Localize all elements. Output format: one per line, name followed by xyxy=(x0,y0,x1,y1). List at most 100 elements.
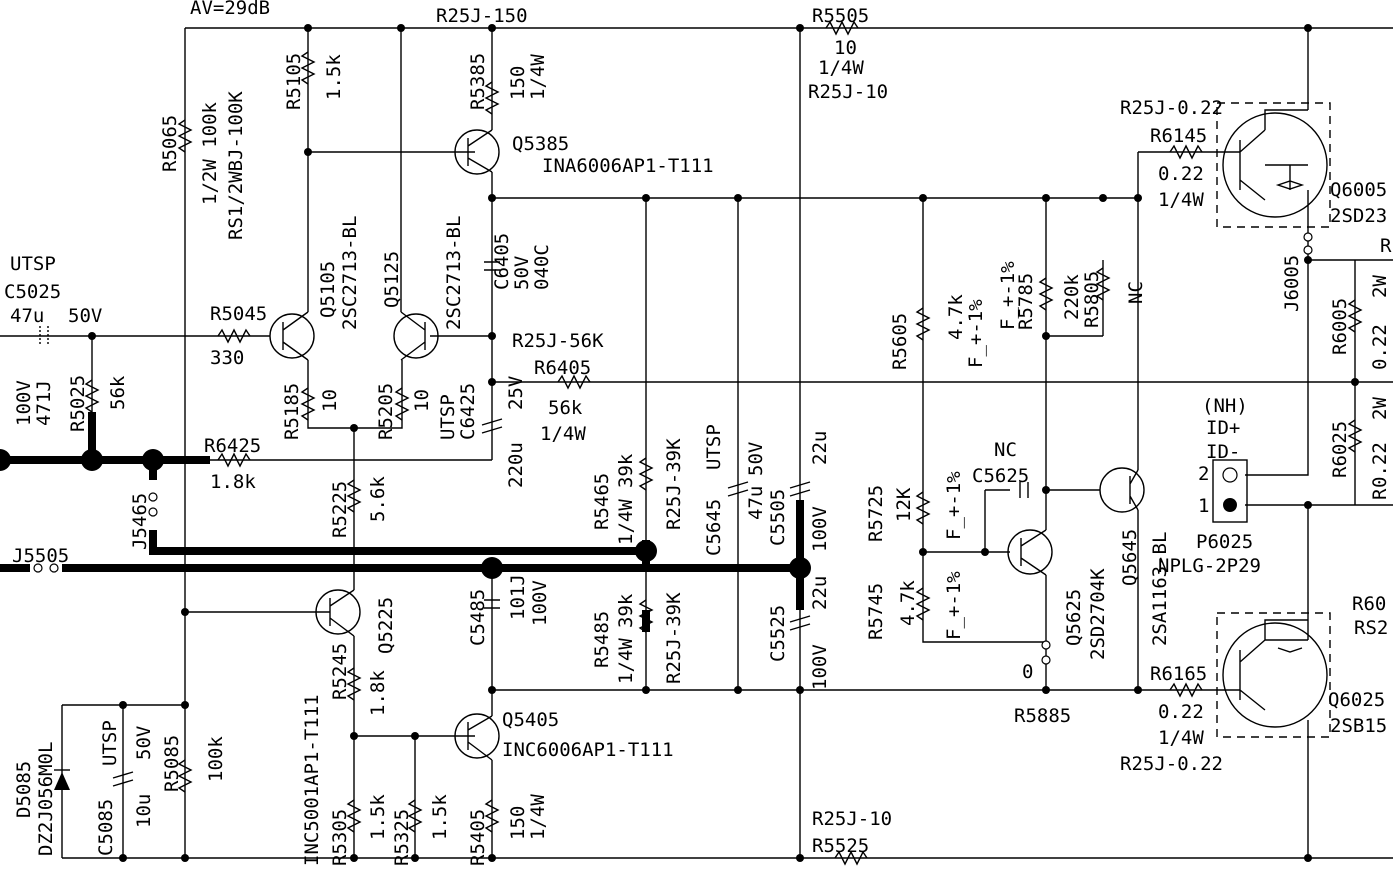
label: R5605 xyxy=(889,313,911,370)
transistors xyxy=(269,102,1331,761)
label: R25J-56K xyxy=(512,330,604,352)
label: 0 xyxy=(1022,661,1033,683)
label: 1 xyxy=(1198,495,1209,517)
label: R5805 xyxy=(1081,271,1103,328)
q5625-symbol xyxy=(1007,529,1053,576)
label: R5025 xyxy=(67,375,89,432)
label: 22u xyxy=(809,576,831,610)
q5125-symbol xyxy=(393,311,439,361)
r6145-symbol xyxy=(1169,144,1203,160)
label: 2SA1163-BL xyxy=(1149,532,1171,646)
r6165-symbol xyxy=(1169,682,1203,698)
r5505-symbol xyxy=(825,20,859,36)
label: ID+ xyxy=(1206,417,1240,439)
label: R6165 xyxy=(1150,663,1207,685)
label: 56k xyxy=(107,375,129,410)
r6425-symbol xyxy=(217,452,251,468)
label: R6005 xyxy=(1329,298,1351,355)
r6005-symbol xyxy=(1347,299,1363,333)
label: J6005 xyxy=(1281,255,1303,312)
label: 10u xyxy=(133,794,155,828)
label: 1.5k xyxy=(367,794,389,840)
label: 100V xyxy=(809,506,831,552)
label: R5325 xyxy=(391,809,413,866)
label: 4.7k xyxy=(945,294,967,340)
label: R5385 xyxy=(467,53,489,110)
label: R6025 xyxy=(1329,421,1351,478)
label: R25J-10 xyxy=(808,81,888,103)
label: C5485 xyxy=(467,589,489,646)
label: 50V xyxy=(68,305,102,327)
label: 47u xyxy=(10,305,44,327)
label: 10 xyxy=(834,37,857,59)
label: R25J-39K xyxy=(663,592,685,684)
label: 471J xyxy=(33,380,55,426)
label: R5225 xyxy=(329,481,351,538)
label: 10 xyxy=(319,389,341,412)
label: 100k xyxy=(205,736,227,782)
label: 22u xyxy=(809,431,831,465)
label: R5525 xyxy=(812,835,869,857)
label: R25J-0.22 xyxy=(1120,753,1223,775)
label: 150 xyxy=(507,66,529,100)
label: D5085 xyxy=(13,761,35,818)
label: P6025 xyxy=(1196,531,1253,553)
r6025-symbol xyxy=(1347,419,1363,453)
label: R60 xyxy=(1352,593,1386,615)
label: 1/4W xyxy=(615,499,637,545)
label: R5205 xyxy=(375,383,397,440)
label: 5.6k xyxy=(367,476,389,522)
label: 1/4W xyxy=(527,794,549,840)
label: 25V xyxy=(505,376,527,410)
r5485-symbol xyxy=(638,599,654,633)
label: R5505 xyxy=(812,5,869,27)
label: F_+-1% xyxy=(997,261,1019,330)
q5225-symbol xyxy=(315,589,361,637)
label: 1.5k xyxy=(323,54,345,100)
label: NC xyxy=(994,439,1017,461)
label: 100V xyxy=(529,580,551,626)
r5105-symbol xyxy=(300,51,316,85)
label: 1/4W xyxy=(527,54,549,100)
label: 100V xyxy=(13,380,35,426)
label: R5065 xyxy=(159,115,181,172)
label: 150 xyxy=(507,806,529,840)
label: R5725 xyxy=(865,485,887,542)
r5465-symbol xyxy=(638,457,654,491)
label: R5105 xyxy=(283,53,305,110)
label: 0.22 xyxy=(1158,163,1204,185)
label: 56k xyxy=(548,397,583,419)
r5745-symbol xyxy=(915,587,931,621)
label: 220u xyxy=(505,442,527,488)
label: R5305 xyxy=(329,809,351,866)
q6005-symbol xyxy=(1216,102,1331,228)
capacitors xyxy=(39,261,1029,787)
label: J5505 xyxy=(12,545,69,567)
label: J5465 xyxy=(129,493,151,550)
r5525-symbol xyxy=(834,850,868,866)
label: F_+-1% xyxy=(943,571,965,640)
label: Q6005 xyxy=(1330,179,1387,201)
p6025-connector xyxy=(1212,459,1248,523)
label: Q5225 xyxy=(375,597,397,654)
component-labels: AV=29dB R25J-150 R5505 10 1/4W R25J-10 R… xyxy=(4,0,1392,866)
label: R25J-150 xyxy=(436,5,528,27)
label: 1/4W xyxy=(540,423,586,445)
label: C6405 xyxy=(491,233,513,290)
label: R5465 xyxy=(591,473,613,530)
label: R5885 xyxy=(1014,705,1071,727)
label: INC5001AP1-T111 xyxy=(301,694,323,866)
label: Q5645 xyxy=(1119,529,1141,586)
label: C5525 xyxy=(767,605,789,662)
label: C6425 xyxy=(457,383,479,440)
label: R5405 xyxy=(467,809,489,866)
label: R25J-0.22 xyxy=(1120,97,1223,119)
label: UTSP xyxy=(10,253,56,275)
label: Q5405 xyxy=(502,709,559,731)
label: (NH) xyxy=(1202,395,1248,417)
label: RS2 xyxy=(1354,617,1388,639)
label: R25J-39K xyxy=(663,438,685,530)
label: 39k xyxy=(615,453,637,488)
label: 1/2W 100k xyxy=(199,101,221,205)
label: 330 xyxy=(210,347,244,369)
